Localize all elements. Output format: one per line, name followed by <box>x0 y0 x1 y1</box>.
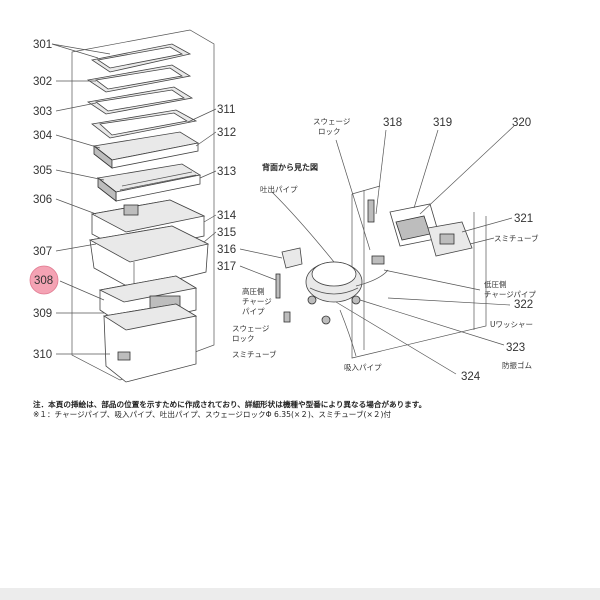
label-305: 305 <box>33 165 52 177</box>
part-304-tray-front <box>111 142 199 169</box>
part-310-label <box>117 351 131 361</box>
part-323-rubber <box>351 295 361 305</box>
disclaimer-note: 注．本頁の挿絵は、部品の位置を示すために作成されており、詳細形状は機種や型番によ… <box>33 400 427 409</box>
label-314: 314 <box>217 210 237 222</box>
caption-high-pressure-2: チャージ <box>242 297 272 306</box>
label-321: 321 <box>514 213 533 225</box>
left-leader-lines <box>51 43 217 355</box>
caption-discharge-pipe: 吐出パイプ <box>260 184 298 194</box>
caption-swage-lock-top-2: ロック <box>318 127 341 136</box>
included-parts-note: ※１：チャージパイプ、吸入パイプ、吐出パイプ、スウェージロックΦ 6.35(×２… <box>33 410 392 419</box>
part-317-pipe <box>275 273 281 299</box>
label-303: 303 <box>33 106 52 118</box>
label-320: 320 <box>512 117 531 129</box>
part-306-drawer-top <box>90 199 206 233</box>
compressor-seam <box>309 287 359 295</box>
label-319: 319 <box>433 117 452 129</box>
label-324: 324 <box>461 371 481 383</box>
label-313: 313 <box>217 166 236 178</box>
suction-connector <box>355 269 389 287</box>
part-307-crisper-top <box>88 225 210 263</box>
caption-anti-vibration: 防振ゴム <box>502 360 532 370</box>
part-318-pipe <box>367 199 375 223</box>
part-302-glass <box>95 67 184 90</box>
label-310: 310 <box>33 349 52 361</box>
part-number-labels: 301 302 303 304 305 306 307 308 309 310 … <box>33 39 533 383</box>
part-301-glass <box>96 46 184 69</box>
highlight-308-circle <box>29 265 59 295</box>
part-309-drawer-top <box>98 275 198 303</box>
label-318: 318 <box>383 117 402 129</box>
refrigerator-parts-stack <box>71 29 215 383</box>
swage-lock-low <box>283 311 291 323</box>
part-316-relay <box>281 247 303 269</box>
label-302: 302 <box>33 76 52 88</box>
part-captions: 背面から見た図 吐出パイプ スウェージ ロック スミチューブ 低圧側 チャージパ… <box>232 117 539 372</box>
label-315: 315 <box>217 227 236 239</box>
caption-sumi-tube-right: スミチューブ <box>494 233 539 243</box>
caption-high-pressure-3: パイプ <box>242 307 265 316</box>
part-310-bin-top <box>102 303 198 331</box>
caption-sumi-tube-left: スミチューブ <box>232 349 277 359</box>
caption-suction-pipe: 吸入パイプ <box>344 363 382 372</box>
machine-room <box>271 185 487 359</box>
label-317: 317 <box>217 261 236 273</box>
part-306-handle <box>123 204 139 216</box>
label-308: 308 <box>34 275 53 287</box>
cabinet-outline <box>71 29 215 381</box>
label-316: 316 <box>217 244 236 256</box>
rack-grille-line <box>121 171 193 187</box>
rack-grille-line <box>119 174 197 191</box>
label-323: 323 <box>506 342 525 354</box>
suction-pipe <box>339 309 357 357</box>
part-323-rubber <box>307 295 317 305</box>
caption-back-view: 背面から見た図 <box>262 162 318 172</box>
label-322: 322 <box>514 299 533 311</box>
part-303-glass <box>95 89 186 112</box>
part-321-dryer-body <box>439 233 455 245</box>
part-324-compressor-top <box>311 261 357 287</box>
discharge-pipe <box>271 191 335 263</box>
swage-lock-fitting <box>371 255 385 265</box>
caption-low-pressure-2: チャージパイプ <box>484 290 536 299</box>
part-305-rack-side <box>97 177 117 202</box>
caption-high-pressure-1: 高圧側 <box>242 286 265 296</box>
caption-swage-lock-top-1: スウェージ <box>313 117 351 126</box>
caption-swage-lock-low-1: スウェージ <box>232 324 270 333</box>
caption-u-washer: Uワッシャー <box>490 320 533 329</box>
bottom-bar <box>0 588 600 600</box>
part-323-rubber <box>321 315 331 325</box>
label-312: 312 <box>217 127 236 139</box>
label-304: 304 <box>33 130 53 142</box>
caption-low-pressure-1: 低圧側 <box>484 279 507 289</box>
label-301: 301 <box>33 39 52 51</box>
machine-room-top <box>351 185 381 195</box>
label-309: 309 <box>33 308 52 320</box>
right-leader-lines <box>239 125 515 375</box>
part-311-glass <box>99 112 189 136</box>
label-307: 307 <box>33 246 52 258</box>
label-306: 306 <box>33 194 52 206</box>
label-311: 311 <box>217 104 235 116</box>
caption-swage-lock-low-2: ロック <box>232 334 255 343</box>
